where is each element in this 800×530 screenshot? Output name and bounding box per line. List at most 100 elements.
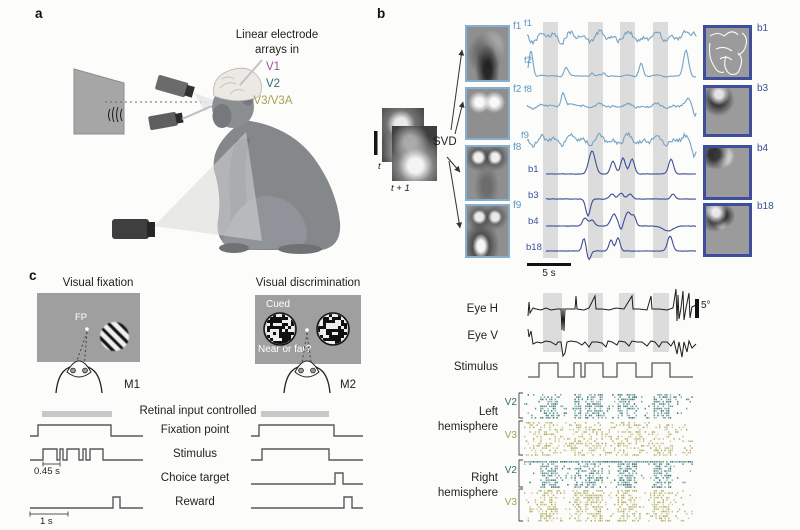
svd-component-thumb-b18 xyxy=(703,203,752,257)
time-axis-bar xyxy=(374,131,378,155)
fixation-point-trace-m1 xyxy=(30,424,143,437)
retinal-bar-left xyxy=(42,411,112,417)
panel-b-letter: b xyxy=(377,6,386,21)
projector-beam xyxy=(154,132,262,241)
thumb-label-f9: f9 xyxy=(513,200,522,211)
stimulus-screen xyxy=(73,68,125,135)
eye-camera-upper-icon xyxy=(155,75,195,98)
reward-trace-m1 xyxy=(30,496,143,509)
panel-a-letter: a xyxy=(35,6,43,21)
svd-label: SVD xyxy=(433,136,457,148)
monkey-m1-label: M1 xyxy=(124,379,140,391)
raster-label-right-v2: V2 xyxy=(504,465,517,476)
svd-arrow-lines xyxy=(446,49,465,229)
reward-trace-m2 xyxy=(251,496,363,509)
discrimination-task-title: Visual discrimination xyxy=(255,277,361,289)
svd-component-thumb-f8 xyxy=(465,145,510,201)
panel-c-graphics xyxy=(29,312,363,517)
eye-camera-lower-icon xyxy=(148,111,184,131)
time-scalebar-label: 5 s xyxy=(542,268,556,279)
stimulus-trace-m1 xyxy=(30,448,143,461)
brain-icon xyxy=(213,67,263,102)
thumb-label-b18: b18 xyxy=(757,201,774,212)
electrode-caption-line2: arrays in xyxy=(254,44,300,56)
camera-arm xyxy=(181,105,213,120)
thumb-label-f8: f8 xyxy=(513,142,522,153)
eye-v-label: Eye V xyxy=(467,330,498,342)
fixation-point-trace-m2 xyxy=(251,424,363,437)
cued-label: Cued xyxy=(266,299,290,310)
fp-label: FP xyxy=(75,312,88,323)
eyes-glyph-m1 xyxy=(55,360,103,394)
monkey-outline-icon xyxy=(708,31,748,75)
svd-arrows xyxy=(374,49,465,229)
timing-traces xyxy=(30,424,363,509)
noise-patch-left-texture xyxy=(265,314,294,344)
spike-raster-plot xyxy=(518,392,693,522)
thumb-label-f1: f1 xyxy=(513,21,522,32)
projector-lens xyxy=(147,222,155,237)
trace-label-b3: b3 xyxy=(528,190,539,201)
area-label-v3: V3/V3A xyxy=(253,95,293,107)
retinal-bar-right xyxy=(261,411,329,417)
trace-label-f9: f9 xyxy=(521,130,529,141)
timing-title: Retinal input controlled xyxy=(139,405,257,417)
scale-rulers xyxy=(29,461,69,517)
projector-icon xyxy=(112,219,149,239)
svd-component-thumb-f2 xyxy=(465,87,510,140)
electrode-caption-line1: Linear electrode xyxy=(235,29,319,41)
frame-t1-label: t + 1 xyxy=(391,183,410,194)
timing-row-fixation-point: Fixation point xyxy=(160,424,230,436)
timing-row-stimulus: Stimulus xyxy=(172,448,218,460)
degree-scalebar xyxy=(695,299,699,318)
raster-label-left-v3: V3 xyxy=(504,430,517,441)
eyes-glyph-m2 xyxy=(283,360,331,394)
eye-stimulus-plot xyxy=(527,288,697,378)
camera-cone-upper xyxy=(194,93,214,112)
right-hemisphere-label-line1: Right xyxy=(471,472,498,484)
electrode-array-icon xyxy=(239,59,263,86)
fixation-point-dot-right xyxy=(305,328,309,332)
component-traces-plot xyxy=(526,22,697,261)
thumb-label-b1: b1 xyxy=(757,23,769,34)
svd-component-thumb-b4 xyxy=(703,145,752,200)
raster-label-right-v3: V3 xyxy=(504,497,517,508)
timing-row-choice-target: Choice target xyxy=(160,472,230,484)
svd-component-thumb-b1 xyxy=(703,25,752,80)
area-label-v2: V2 xyxy=(265,78,281,90)
frame-t-label: t xyxy=(378,161,381,172)
time-scale-label: 1 s xyxy=(40,516,53,527)
trace-label-b18: b18 xyxy=(526,242,542,253)
monkey-m2-label: M2 xyxy=(340,379,356,391)
area-label-v1: V1 xyxy=(265,61,281,73)
video-frame-t1 xyxy=(392,126,437,181)
trace-label-f8: f8 xyxy=(524,84,532,95)
panel-a-illustration xyxy=(73,59,341,254)
right-hemisphere-label-line2: hemisphere xyxy=(437,487,498,499)
fixation-task-title: Visual fixation xyxy=(62,277,134,289)
svd-component-thumb-f1 xyxy=(465,25,510,82)
noise-patch-right-texture xyxy=(318,314,347,344)
screen-grating-icon xyxy=(108,106,123,123)
trace-label-f2: f2 xyxy=(524,55,532,66)
left-hemisphere-label-line2: hemisphere xyxy=(437,421,498,433)
trace-label-f1: f1 xyxy=(524,18,532,29)
grating-patch-icon xyxy=(100,322,129,351)
stimulus-label: Stimulus xyxy=(453,361,498,373)
degree-scalebar-label: 5° xyxy=(701,300,711,311)
timing-row-reward: Reward xyxy=(175,496,215,508)
svd-component-thumb-f9 xyxy=(465,204,510,258)
eye-h-label: Eye H xyxy=(466,303,498,315)
fixation-point-dot xyxy=(85,327,89,331)
trace-label-b1: b1 xyxy=(528,164,539,175)
raster-label-left-v2: V2 xyxy=(504,397,517,408)
svd-component-thumb-b3 xyxy=(703,85,752,137)
panel-c-letter: c xyxy=(29,268,37,283)
trace-label-b4: b4 xyxy=(528,216,539,227)
near-or-far-label: Near or far? xyxy=(258,344,312,355)
thumb-label-b3: b3 xyxy=(757,83,769,94)
stim-scale-label: 0.45 s xyxy=(34,466,60,477)
thumb-label-f2: f2 xyxy=(513,84,522,95)
thumb-label-b4: b4 xyxy=(757,143,769,154)
